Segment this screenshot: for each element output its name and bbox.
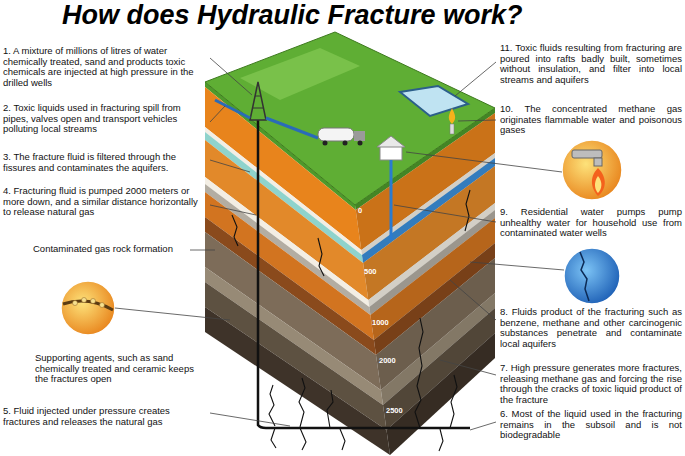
waste-pond <box>400 86 468 116</box>
sand-grain <box>91 299 96 304</box>
crack <box>340 429 345 450</box>
aquifer-circle <box>564 248 620 304</box>
crack <box>415 318 423 428</box>
gas-flare <box>449 108 455 134</box>
wheel <box>343 141 348 146</box>
crack <box>269 385 275 426</box>
depth-mark: 500 <box>364 268 377 276</box>
crack <box>439 429 443 451</box>
wheel <box>323 141 328 146</box>
circle-inset <box>61 281 115 335</box>
callout-note: 7. High pressure generates more fracture… <box>500 363 682 406</box>
wheel <box>358 141 363 146</box>
circle-inset <box>564 248 620 304</box>
crack <box>318 238 324 276</box>
crack <box>580 252 589 301</box>
crack <box>450 375 457 428</box>
leader-line <box>210 160 250 172</box>
depth-mark: 1000 <box>372 319 389 327</box>
truck <box>318 128 365 146</box>
leader-line <box>470 262 564 270</box>
crack <box>300 428 306 450</box>
leader-line <box>450 280 496 320</box>
circle-inset <box>562 140 622 200</box>
derrick <box>250 82 266 120</box>
pipe <box>215 100 250 118</box>
house-wall <box>380 146 402 160</box>
truck-tank <box>318 128 354 141</box>
crack <box>271 428 276 448</box>
leader-lines <box>115 58 564 430</box>
leader-line <box>394 205 496 222</box>
title: How does Hydraulic Fracture work? <box>62 1 523 31</box>
callout-note: 1. A mixture of millions of litres of wa… <box>3 46 206 89</box>
truck-cab <box>354 131 365 141</box>
callout-note: 9. Residential water pumps pump unhealth… <box>500 207 682 239</box>
depth-mark: 0 <box>358 207 362 215</box>
well-bore <box>258 120 470 428</box>
callout-note: 6. Most of the liquid used in the fractu… <box>500 409 682 441</box>
derrick-brace <box>253 108 263 109</box>
leader-line <box>190 250 215 251</box>
crack <box>299 378 305 427</box>
fracture-in-inset <box>63 301 113 310</box>
part-label: Contaminated gas rock formation <box>33 244 173 255</box>
rock-layer <box>205 282 387 430</box>
faucet-circle <box>562 140 622 200</box>
leader-line <box>210 205 256 215</box>
cracks <box>232 190 470 451</box>
crack <box>327 390 333 428</box>
sand-grain <box>100 303 105 308</box>
callout-note: 10. The concentrated methane gas origina… <box>500 104 682 136</box>
sand-grain <box>73 301 78 306</box>
crack <box>232 215 238 246</box>
callout-note: 2. Toxic liquids used in fracturing spil… <box>3 103 206 135</box>
faucet <box>594 158 602 166</box>
leader-line <box>406 152 562 172</box>
well <box>215 82 470 428</box>
leader-line <box>458 120 496 121</box>
crack <box>465 190 470 231</box>
leader-line <box>455 62 496 96</box>
ground-surface <box>205 32 495 205</box>
leader-line <box>115 308 230 320</box>
callout-note: 4. Fracturing fluid is pumped 2000 meter… <box>3 186 206 218</box>
grass-patch <box>240 48 360 100</box>
callout-note: 11. Toxic fluids resulting from fracturi… <box>500 43 682 86</box>
leader-line <box>440 360 496 375</box>
flame <box>449 108 455 124</box>
derrick-brace <box>255 96 261 97</box>
leader-line <box>470 422 496 430</box>
house-roof <box>377 136 405 147</box>
sand-circle <box>61 281 115 335</box>
callout-note: 8. Fluids product of the fracturing such… <box>500 307 682 350</box>
leader-line <box>210 106 225 122</box>
leader-line <box>210 58 252 95</box>
part-label: Supporting agents, such as sand chemical… <box>35 353 207 385</box>
depth-mark: 2000 <box>379 357 396 365</box>
water-pipe <box>390 160 393 240</box>
callout-note: 3. The fracture fluid is filtered throug… <box>3 152 206 173</box>
rock-layer <box>205 307 390 455</box>
flame <box>592 168 605 196</box>
depth-mark: 2500 <box>386 407 403 415</box>
pipe <box>266 118 318 138</box>
flare-stack <box>450 124 454 134</box>
house <box>377 136 405 240</box>
leader-line <box>210 413 290 426</box>
faucet <box>572 150 602 158</box>
sand-grain <box>82 298 87 303</box>
callout-note: 5. Fluid injected under pressure creates… <box>3 406 206 427</box>
flame <box>595 176 601 193</box>
